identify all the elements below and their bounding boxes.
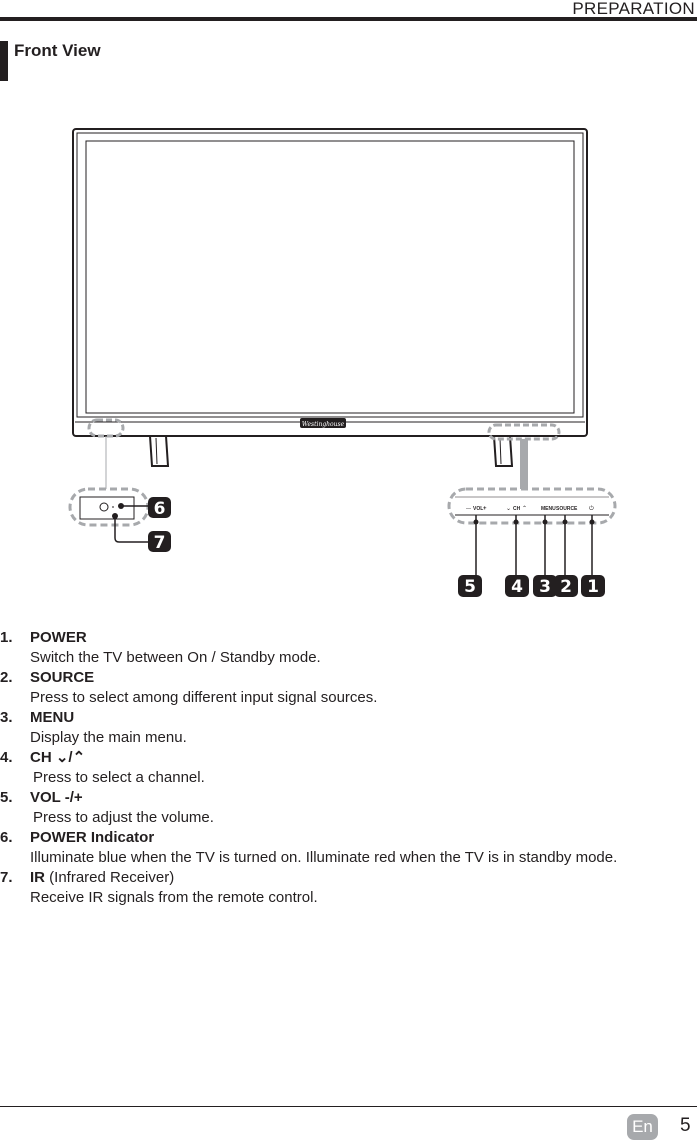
tv-stand-right xyxy=(492,435,514,467)
svg-text:5: 5 xyxy=(464,577,476,597)
item-title: SOURCE xyxy=(30,669,95,686)
svg-text:6: 6 xyxy=(154,499,166,519)
list-item: 2. SOURCE Press to select among differen… xyxy=(0,668,697,708)
callout-5: 5 xyxy=(458,575,482,597)
list-item: 3. MENU Display the main menu. xyxy=(0,708,697,748)
ir-sensor-highlight xyxy=(87,418,125,438)
list-item: 6. POWER Indicator Illuminate blue when … xyxy=(0,828,697,868)
list-item: 5. VOL -/+ Press to adjust the volume. xyxy=(0,788,697,828)
item-description: Press to select a channel. xyxy=(33,769,205,786)
item-description: Switch the TV between On / Standby mode. xyxy=(30,649,321,666)
section-marker xyxy=(0,41,8,81)
item-title: IR (Infrared Receiver) xyxy=(30,869,175,886)
svg-text:4: 4 xyxy=(511,577,523,597)
item-description: Press to adjust the volume. xyxy=(33,809,214,826)
item-title: POWER xyxy=(30,629,87,646)
tv-body: Westinghouse xyxy=(72,128,588,437)
callout-2: 2 xyxy=(554,575,578,597)
item-description: Illuminate blue when the TV is turned on… xyxy=(30,849,618,866)
callout-4: 4 xyxy=(505,575,529,597)
panel-label-source: SOURCE xyxy=(556,506,578,512)
callout-1: 1 xyxy=(581,575,605,597)
ir-sensor-zoom xyxy=(68,487,150,543)
svg-text:⌃: ⌃ xyxy=(522,505,527,512)
svg-text:2: 2 xyxy=(560,577,572,597)
list-item: 1. POWER Switch the TV between On / Stan… xyxy=(0,628,697,668)
item-description: Receive IR signals from the remote contr… xyxy=(30,889,318,906)
callout-7: 7 xyxy=(148,531,171,553)
svg-text:—: — xyxy=(466,506,471,512)
item-title: POWER Indicator xyxy=(30,829,155,846)
language-badge: En xyxy=(627,1114,658,1140)
item-description: Press to select among different input si… xyxy=(30,689,378,706)
panel-label-ch: CH xyxy=(513,506,521,512)
svg-text:⏻: ⏻ xyxy=(589,505,594,512)
list-item: 4. CH ⌄/⌃ Press to select a channel. xyxy=(0,748,697,788)
item-title: CH ⌄/⌃ xyxy=(30,749,86,766)
brand-logo: Westinghouse xyxy=(302,421,345,428)
page-title: Front View xyxy=(14,41,101,60)
svg-text:3: 3 xyxy=(539,577,551,597)
svg-text:⌄: ⌄ xyxy=(506,506,511,512)
page-number: 5 xyxy=(680,1115,691,1136)
svg-text:+: + xyxy=(483,506,487,512)
panel-label-vol: VOL xyxy=(473,506,483,512)
svg-text:7: 7 xyxy=(154,533,166,553)
list-item: 7. IR (Infrared Receiver) Receive IR sig… xyxy=(0,868,697,908)
callout-3: 3 xyxy=(533,575,557,597)
item-title: VOL -/+ xyxy=(30,789,83,806)
item-title: MENU xyxy=(30,709,75,726)
header-rule xyxy=(0,17,697,21)
feature-list: 1. POWER Switch the TV between On / Stan… xyxy=(0,628,697,908)
header-section-label: PREPARATION xyxy=(572,0,695,18)
footer-rule xyxy=(0,1106,697,1107)
buttons-highlight xyxy=(487,423,561,441)
tv-stand-left xyxy=(148,435,170,467)
item-description: Display the main menu. xyxy=(30,729,187,746)
callout-6: 6 xyxy=(148,497,171,519)
control-panel-zoom: — VOL + ⌄ CH ⌃ MENU SOURCE ⏻ xyxy=(447,487,617,579)
tv-front-diagram: Westinghouse — VOL + ⌄ CH ⌃ MENU SOURC xyxy=(68,128,617,597)
svg-text:1: 1 xyxy=(587,577,599,597)
panel-label-menu: MENU xyxy=(541,506,556,512)
